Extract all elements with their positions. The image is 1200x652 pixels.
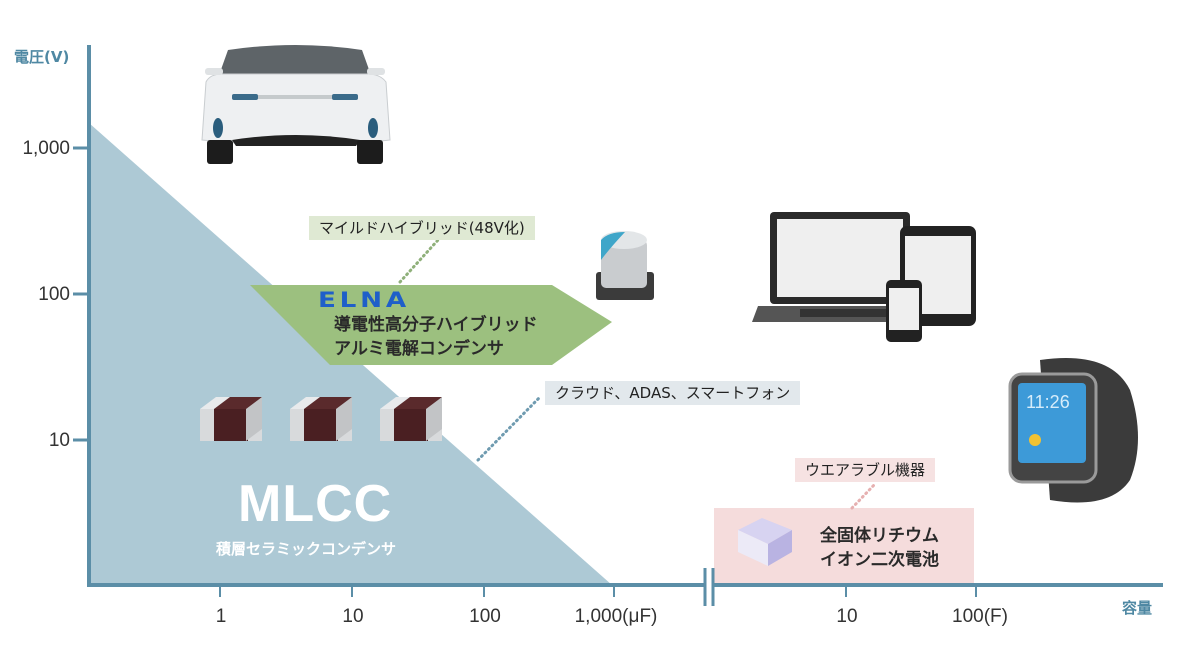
x-axis-title: 容量	[1122, 599, 1153, 617]
mlcc-subtitle: 積層セラミックコンデンサ	[216, 540, 397, 558]
y-tick-label: 100	[38, 284, 70, 305]
x-tick-label: 10	[836, 606, 858, 627]
battery-label-line1: 全固体リチウム	[820, 526, 939, 546]
mlcc-chip-icons	[200, 397, 442, 441]
elna-logo: ELNA	[318, 288, 410, 312]
y-tick-label: 1,000	[22, 138, 70, 159]
leader-cloud	[476, 394, 543, 462]
leader-mild-hybrid	[398, 238, 440, 284]
smartwatch-icon: 11:26	[1008, 358, 1138, 503]
x-tick-label: 100	[469, 606, 501, 627]
watch-time: 11:26	[1026, 392, 1070, 412]
laptop-tablet-phone-icon	[752, 212, 976, 342]
electric-car-icon	[201, 45, 391, 164]
x-tick-label: 100(F)	[952, 606, 1008, 627]
y-axis-title: 電圧(V)	[14, 48, 70, 66]
battery-label-line2: イオン二次電池	[820, 550, 939, 570]
hybrid-label-line2: アルミ電解コンデンサ	[334, 339, 504, 359]
y-tick-label: 10	[48, 430, 70, 451]
x-tick-label: 1,000(μF)	[574, 606, 658, 627]
solid-state-battery-icon	[738, 518, 792, 566]
callout-wearable: ウエアラブル機器	[795, 458, 936, 482]
hybrid-label-line1: 導電性高分子ハイブリッド	[334, 315, 538, 335]
callout-cloud-adas-smartphone: クラウド、ADAS、スマートフォン	[545, 381, 801, 405]
leader-wearable	[850, 482, 877, 510]
aluminum-capacitor-icon	[596, 231, 654, 300]
hybrid-arrow-region	[250, 285, 612, 365]
callout-mild-hybrid: マイルドハイブリッド(48V化)	[309, 216, 535, 240]
x-tick-label: 10	[342, 606, 364, 627]
mlcc-title: MLCC	[238, 475, 393, 533]
x-tick-label: 1	[215, 606, 227, 627]
